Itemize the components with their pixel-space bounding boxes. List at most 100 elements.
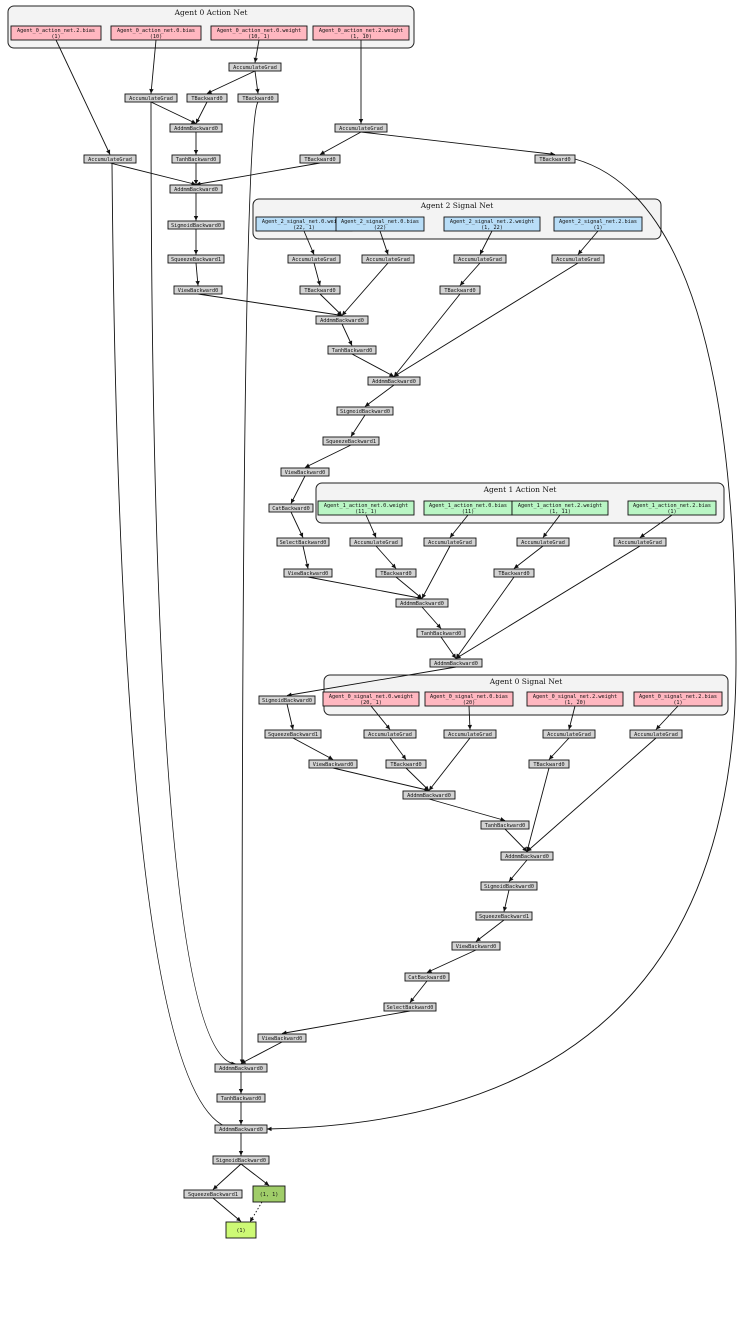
node-label: AccumulateGrad	[354, 540, 398, 546]
edge-a2s_w2-to-ag7	[479, 230, 493, 255]
node-shape-label: (10, 1)	[248, 34, 270, 40]
node-sq4: SqueezeBackward1	[475, 911, 533, 921]
node-shape-label: (1)	[51, 34, 60, 40]
node-label: AccumulateGrad	[634, 732, 678, 738]
node-box	[349, 537, 403, 547]
node-am7: AddmmBackward0	[402, 790, 456, 800]
node-box	[424, 691, 514, 707]
edge-vb5-to-cb2	[426, 949, 477, 973]
node-label: SigmoidBackward0	[171, 223, 221, 229]
node-th5: TanhBackward0	[216, 1093, 266, 1103]
node-box	[124, 93, 178, 103]
node-ag13: AccumulateGrad	[363, 729, 417, 739]
edge-arrowhead	[291, 498, 296, 504]
edges-layer	[55, 39, 737, 1223]
edge-line	[375, 545, 397, 569]
edge-sg2-to-sq2	[350, 414, 366, 437]
node-label: AddmmBackward0	[372, 379, 416, 385]
node-label: Agent_2_signal_net.0.bias	[341, 219, 419, 225]
node-am2: AddmmBackward0	[169, 184, 223, 194]
edge-line	[639, 514, 673, 538]
node-box	[480, 820, 530, 830]
cluster-label: Agent 0 Action Net	[174, 8, 248, 17]
edge-sl1-to-vb3	[302, 545, 310, 569]
node-tb5: TBackward0	[299, 285, 341, 295]
node-label: AccumulateGrad	[339, 126, 383, 132]
edge-arrowhead	[427, 968, 433, 973]
node-box	[613, 537, 667, 547]
node-label: SigmoidBackward0	[262, 698, 312, 704]
edge-arrowhead	[289, 724, 295, 730]
node-label: SqueezeBackward1	[268, 732, 318, 738]
edge-ag11-to-tb8	[513, 545, 544, 569]
node-label: CatBackward0	[408, 975, 445, 981]
node-tb7: TBackward0	[375, 568, 417, 578]
node-box	[83, 154, 137, 164]
node-tb8: TBackward0	[493, 568, 535, 578]
edge-line	[286, 666, 457, 696]
node-box	[312, 25, 410, 41]
edge-line	[360, 131, 556, 155]
edge-line	[421, 606, 442, 629]
node-label: Agent_1_action_net.2.weight	[518, 503, 602, 509]
node-shape-label: (1)	[593, 225, 602, 231]
node-a1a-b0: Agent_1_action_net.0.bias(11)	[423, 500, 513, 516]
node-sq1: SqueezeBackward1	[167, 254, 225, 264]
node-th4: TanhBackward0	[480, 820, 530, 830]
node-ag10: AccumulateGrad	[423, 537, 477, 547]
edge-th3-to-am6	[440, 636, 457, 659]
edge-line	[655, 705, 679, 730]
edge-arrowhead	[253, 57, 258, 63]
node-box	[257, 1033, 307, 1043]
edge-line	[150, 101, 237, 1065]
node-label: SqueezeBackward1	[171, 257, 221, 263]
edge-am2-to-sg1	[193, 193, 199, 221]
edge-line	[195, 162, 321, 185]
edge-arrowhead	[241, 1059, 247, 1064]
node-ag14: AccumulateGrad	[443, 729, 497, 739]
edge-out_a-to-out_final	[249, 1201, 263, 1223]
node-label: SigmoidBackward0	[484, 884, 534, 890]
node-shape-label: (11, 1)	[355, 509, 377, 515]
edge-am3-to-th2	[341, 323, 353, 346]
edge-ag16-to-am8	[526, 737, 657, 852]
node-box	[443, 216, 541, 232]
node-label: AddmmBackward0	[434, 661, 478, 667]
node-box	[423, 537, 477, 547]
node-ag15: AccumulateGrad	[542, 729, 596, 739]
node-th3: TanhBackward0	[416, 628, 466, 638]
edge-a0s_w2-to-ag15	[567, 705, 576, 730]
edge-am8-to-sg4	[508, 859, 528, 882]
edge-ag5-to-tb5	[313, 262, 321, 286]
edge-ag6-to-am3	[341, 262, 389, 316]
node-label: AccumulateGrad	[521, 540, 565, 546]
edge-am7-to-th4	[428, 798, 506, 822]
edge-line	[455, 545, 641, 659]
edge-sq5-to-out_final	[212, 1197, 242, 1222]
edge-arrowhead	[316, 280, 321, 286]
node-a0a-w0: Agent_0_action_net.0.weight(10, 1)	[210, 25, 308, 41]
node-label: AccumulateGrad	[129, 96, 173, 102]
edge-vb4-to-am7	[332, 767, 430, 792]
edge-arrowhead	[502, 906, 508, 912]
edge-line	[395, 576, 423, 599]
edge-arrowhead	[500, 817, 505, 822]
node-box	[327, 345, 377, 355]
node-cb1: CatBackward0	[268, 503, 314, 513]
edge-line	[449, 514, 469, 538]
node-sq5: SqueezeBackward1	[183, 1189, 243, 1199]
node-box	[322, 691, 420, 707]
edge-a0s_b0-to-ag14	[467, 705, 473, 730]
node-label: Agent_2_signal_net.0.weight	[262, 219, 346, 225]
edge-line	[421, 545, 451, 599]
edge-line	[249, 1201, 263, 1223]
node-box	[404, 972, 450, 982]
cluster-label: Agent 1 Action Net	[483, 485, 557, 494]
node-box	[186, 93, 228, 103]
node-ag4: AccumulateGrad	[83, 154, 137, 164]
edge-cb1-to-sl1	[290, 511, 304, 538]
edge-arrowhead	[567, 724, 573, 730]
edge-sl2-to-vb6	[281, 1010, 411, 1035]
edge-ag3-to-tb4	[360, 131, 556, 157]
